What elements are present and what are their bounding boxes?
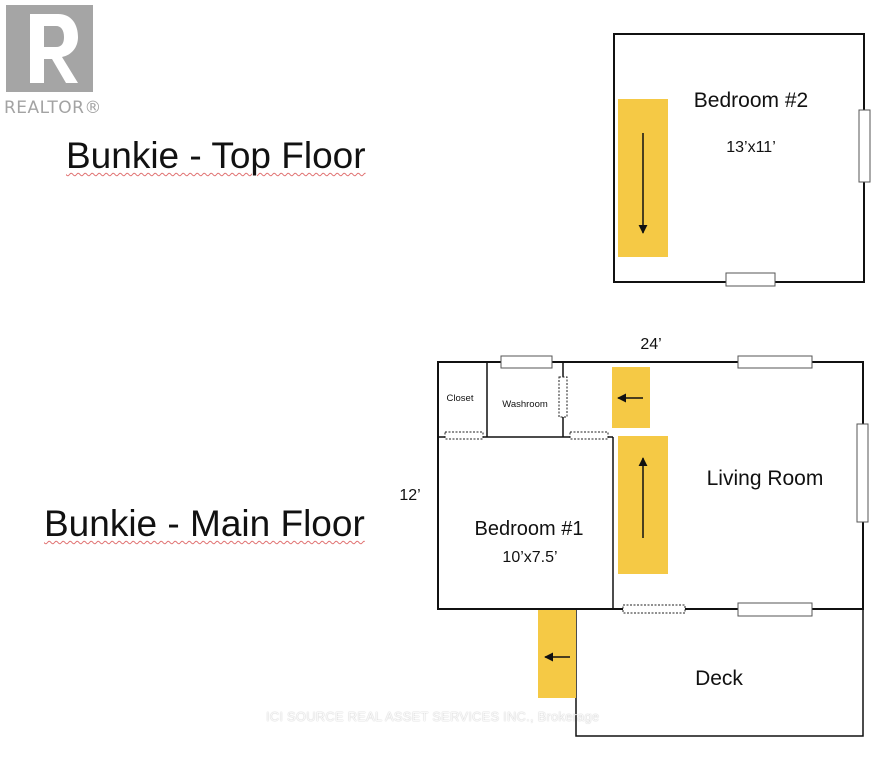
window	[858, 109, 871, 183]
top-floor-title: Bunkie - Top Floor	[66, 135, 366, 176]
door	[444, 431, 484, 440]
window	[725, 272, 776, 287]
bedroom1-name: Bedroom #1	[475, 518, 584, 540]
width-dimension: 24’	[640, 336, 661, 353]
door	[569, 431, 609, 440]
door	[622, 604, 686, 614]
main-floor-title: Bunkie - Main Floor	[44, 503, 365, 544]
bedroom2-size: 13’x11’	[726, 139, 776, 156]
realtor-logo-text: REALTOR®	[4, 98, 102, 118]
window	[737, 355, 813, 369]
window	[737, 602, 813, 617]
bedroom1-size: 10’x7.5’	[502, 549, 557, 566]
watermark: ICI SOURCE REAL ASSET SERVICES INC., Bro…	[266, 709, 600, 724]
window	[500, 355, 553, 369]
washroom-label: Washroom	[502, 399, 548, 410]
top-floor-plan: Bedroom #2 13’x11’	[613, 33, 871, 287]
realtor-logo-icon	[6, 5, 93, 92]
realtor-logo: REALTOR®	[0, 0, 104, 122]
deck-label: Deck	[695, 667, 743, 690]
closet-label: Closet	[447, 393, 474, 404]
depth-dimension: 12’	[399, 487, 420, 504]
deck-steps	[538, 610, 576, 698]
living-room-label: Living Room	[707, 467, 824, 490]
main-floor-plan: Closet Washroom Bedroom #1 10’x7.5’ Livi…	[399, 336, 869, 737]
window	[856, 423, 869, 523]
bedroom2-name: Bedroom #2	[694, 89, 808, 112]
door	[558, 376, 568, 418]
